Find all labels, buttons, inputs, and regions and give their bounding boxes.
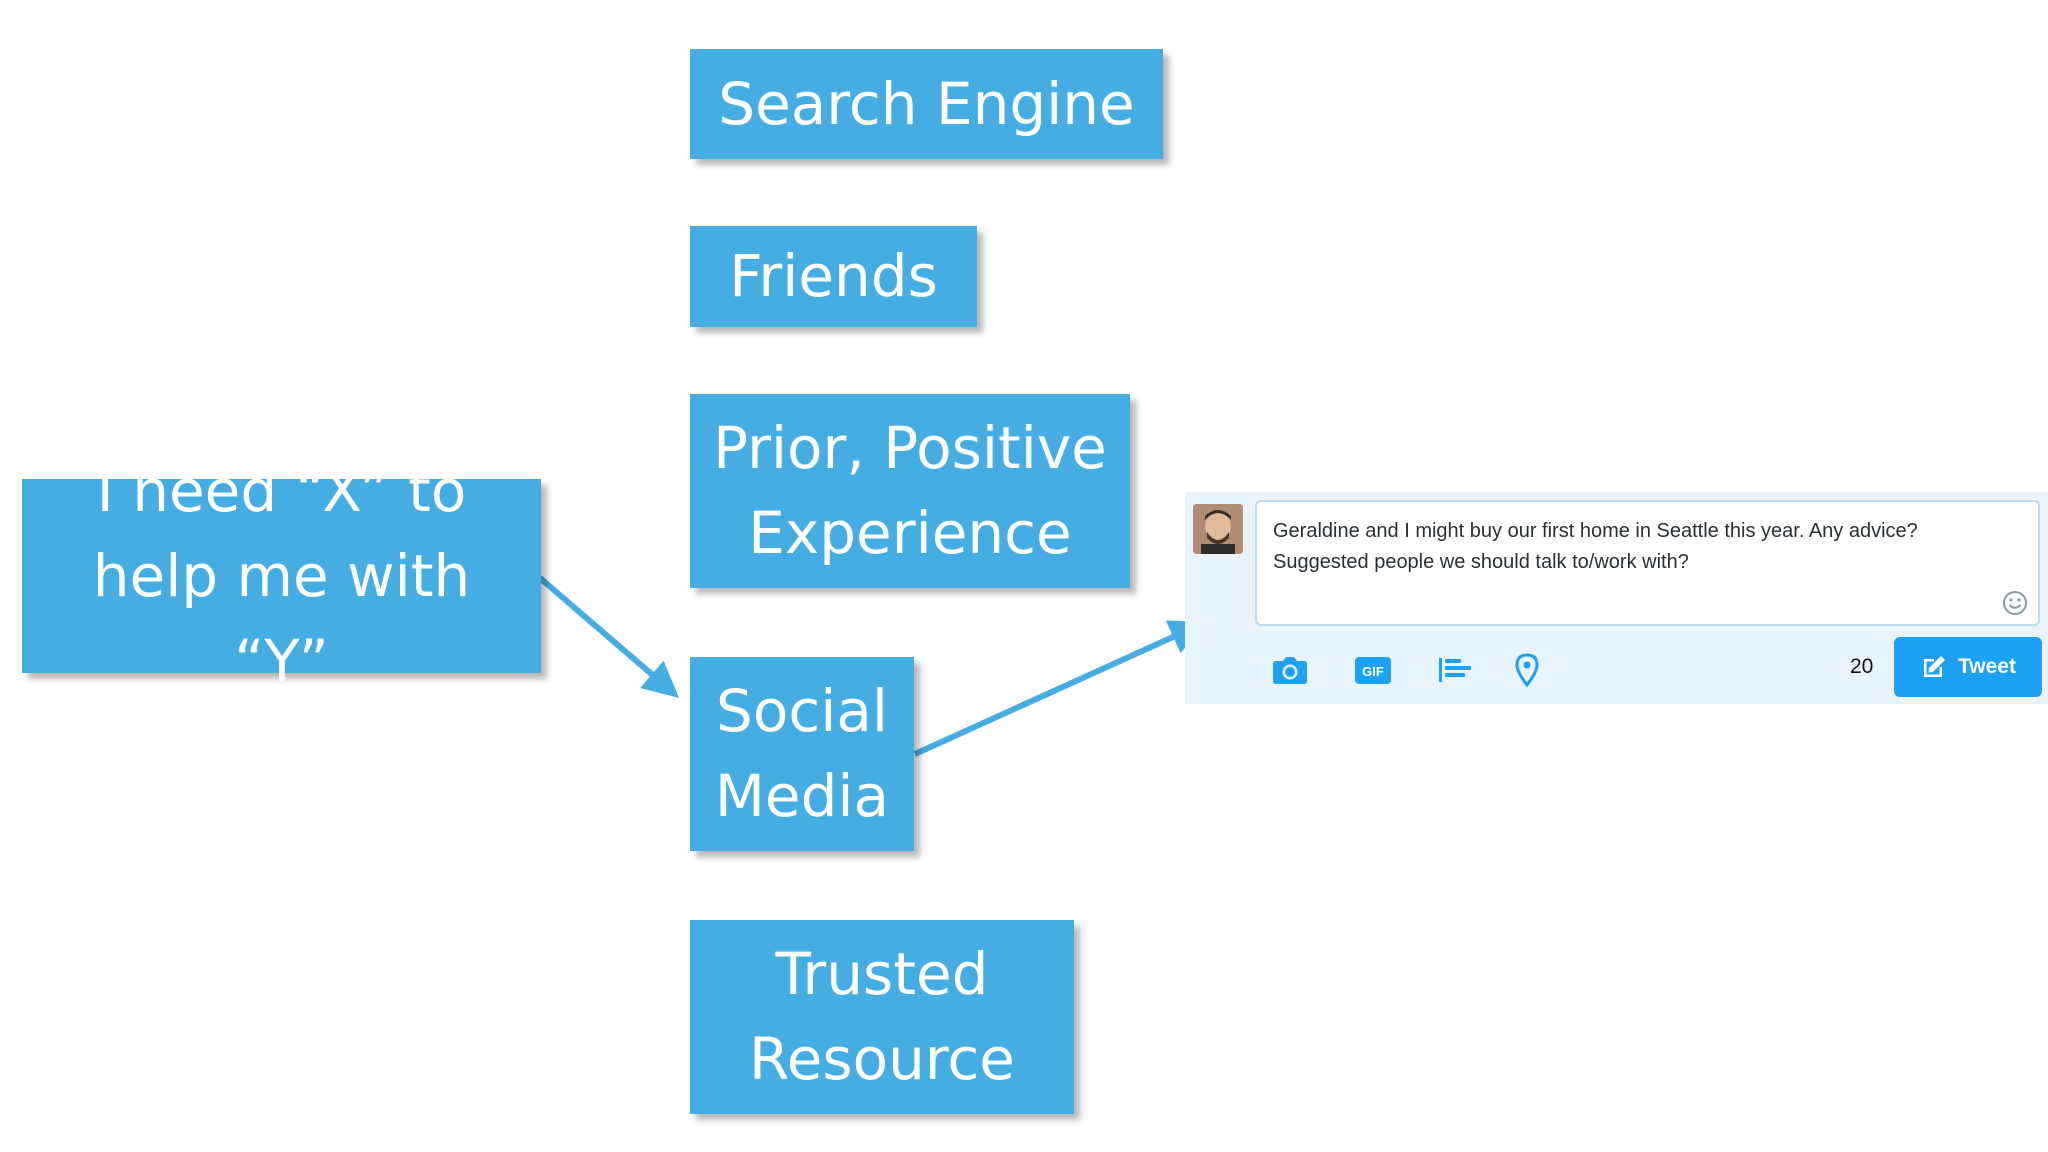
poll-icon[interactable]: [1435, 652, 1475, 688]
social-media-line-1: Social: [716, 677, 888, 745]
tweet-text-line-2: Suggested people we should talk to/work …: [1273, 551, 1689, 573]
location-icon[interactable]: [1507, 652, 1547, 688]
tweet-text-line-1: Geraldine and I might buy our first home…: [1273, 520, 1918, 542]
arrow-social-media-to-tweet: [913, 620, 1206, 757]
tweet-text-area[interactable]: Geraldine and I might buy our first home…: [1255, 500, 2040, 626]
search-engine-label: Search Engine: [718, 69, 1135, 138]
social-media-box: Social Media: [690, 657, 914, 851]
arrow-need-to-social-media: [538, 575, 680, 698]
tweet-button[interactable]: Tweet: [1894, 637, 2042, 697]
character-count: 20: [1850, 655, 1874, 678]
need-line-3: “Y”: [234, 626, 329, 695]
avatar-image: [1193, 504, 1243, 554]
tweet-button-label: Tweet: [1958, 655, 2016, 678]
social-media-line-2: Media: [714, 762, 890, 830]
search-engine-box: Search Engine: [690, 49, 1163, 159]
gif-icon[interactable]: GIF: [1353, 652, 1393, 688]
tweet-composer: Geraldine and I might buy our first home…: [1185, 492, 2048, 704]
friends-label: Friends: [729, 242, 938, 310]
trusted-resource-line-2: Resource: [749, 1025, 1015, 1093]
trusted-resource-line-1: Trusted: [775, 940, 989, 1008]
need-line-2: help me with: [92, 541, 471, 610]
avatar: [1193, 504, 1243, 554]
gif-icon-label: GIF: [1362, 664, 1384, 679]
trusted-resource-box: Trusted Resource: [690, 920, 1074, 1114]
need-x-box: I need “X” to help me with “Y”: [22, 457, 541, 695]
prior-positive-experience-box: Prior, Positive Experience: [690, 394, 1130, 588]
emoji-icon[interactable]: [2002, 590, 2028, 616]
camera-icon[interactable]: [1270, 652, 1310, 688]
prior-experience-line-2: Experience: [748, 499, 1072, 567]
friends-box: Friends: [690, 226, 977, 327]
prior-experience-line-1: Prior, Positive: [713, 414, 1107, 482]
need-line-1: I need “X” to: [96, 456, 467, 525]
compose-icon: [1924, 656, 1946, 677]
